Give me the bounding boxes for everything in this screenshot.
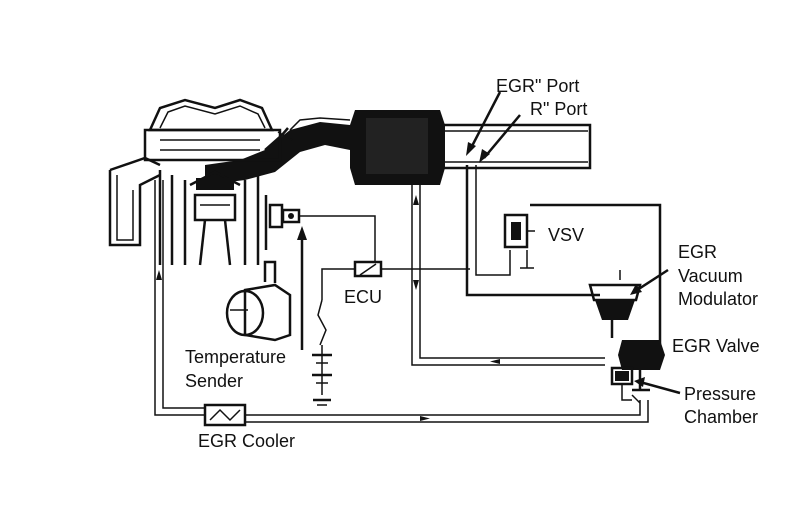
egr-port-label: EGR" Port bbox=[496, 76, 579, 96]
egr-valve bbox=[618, 340, 665, 392]
battery-icon bbox=[312, 345, 332, 406]
engine-block bbox=[108, 98, 293, 266]
oil-filter bbox=[225, 260, 292, 342]
egr-vacuum-modulator-label-line3: Modulator bbox=[678, 289, 758, 309]
vsv-valve bbox=[503, 213, 535, 269]
r-port-arrow bbox=[479, 114, 521, 163]
egr-cooler-label: EGR Cooler bbox=[198, 431, 295, 451]
exhaust-pipe bbox=[440, 123, 592, 170]
temperature-sender bbox=[264, 195, 301, 250]
egr-cooler-line bbox=[154, 180, 649, 423]
temperature-sender-arrow bbox=[297, 226, 307, 350]
vsv-label: VSV bbox=[548, 225, 584, 245]
egr-port-line bbox=[465, 165, 662, 355]
catalytic-converter bbox=[350, 110, 445, 185]
egr-vacuum-modulator-label-line2: Vacuum bbox=[678, 266, 743, 286]
modulator-arrow bbox=[630, 268, 669, 295]
exhaust-manifold bbox=[205, 117, 351, 185]
egr-vacuum-modulator-label-line1: EGR bbox=[678, 242, 717, 262]
ecu-label: ECU bbox=[344, 287, 382, 307]
pressure-chamber-arrow bbox=[634, 377, 681, 395]
pressure-chamber bbox=[610, 366, 641, 404]
r-port-label: R" Port bbox=[530, 99, 587, 119]
sender-ecu-wiring bbox=[299, 215, 470, 346]
temperature-sender-label-line1: Temperature bbox=[185, 347, 286, 367]
egr-vacuum-modulator bbox=[588, 270, 642, 338]
egr-port-arrow bbox=[466, 91, 502, 156]
pressure-chamber-label-line2: Chamber bbox=[684, 407, 758, 427]
egr-valve-label: EGR Valve bbox=[672, 336, 760, 356]
pressure-chamber-label-line1: Pressure bbox=[684, 384, 756, 404]
temperature-sender-label-line2: Sender bbox=[185, 371, 243, 391]
egr-cooler bbox=[203, 403, 247, 427]
vacuum-line-main bbox=[411, 185, 605, 366]
